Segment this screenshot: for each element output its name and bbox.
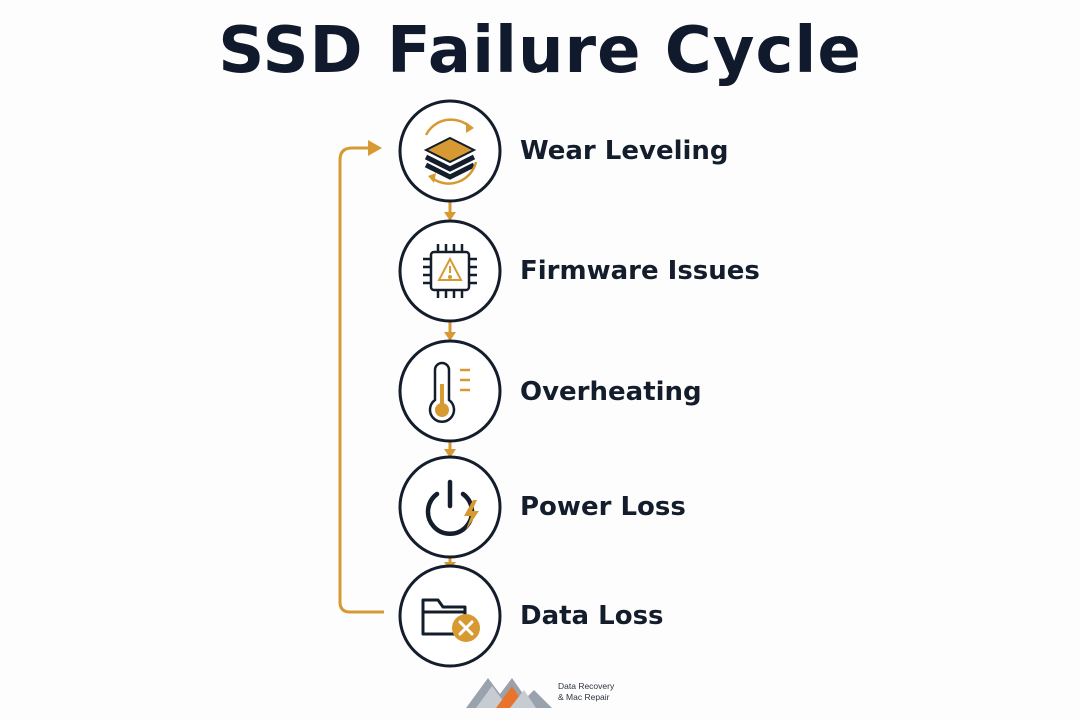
step-circle-data-loss [398, 564, 502, 668]
step-label-firmware-issues: Firmware Issues [520, 256, 760, 286]
page-title: SSD Failure Cycle [218, 14, 862, 88]
connector-3 [444, 442, 456, 458]
step-label-power-loss: Power Loss [520, 492, 686, 522]
folder-x-icon [421, 598, 480, 642]
step-label-data-loss: Data Loss [520, 601, 664, 631]
loop-back-arrow [338, 146, 384, 614]
thermometer-icon [428, 361, 470, 423]
logo-text: Data Recovery & Mac Repair [558, 681, 614, 703]
step-circle-power-loss [398, 455, 502, 559]
logo-line-1: Data Recovery [558, 681, 615, 691]
step-circle-wear-leveling [398, 99, 502, 203]
power-lightning-icon [425, 479, 479, 536]
company-logo-icon [466, 678, 552, 708]
connector-1 [444, 202, 456, 221]
chip-warning-icon [423, 244, 477, 298]
connector-2 [444, 322, 456, 341]
loop-back-arrowhead [368, 140, 382, 156]
stacked-layers-cycle-icon [423, 118, 478, 185]
step-label-wear-leveling: Wear Leveling [520, 136, 729, 166]
step-circle-firmware-issues [398, 219, 502, 323]
step-label-overheating: Overheating [520, 377, 702, 407]
logo-line-2: & Mac Repair [558, 692, 610, 702]
step-circle-overheating [398, 339, 502, 443]
